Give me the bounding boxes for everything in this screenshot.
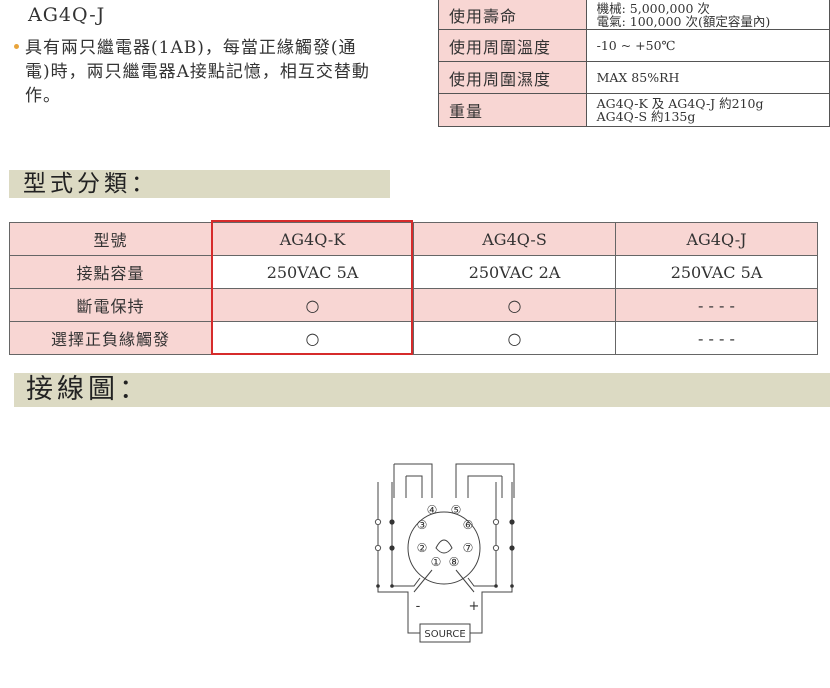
- source-label: SOURCE: [424, 629, 465, 640]
- wire: [413, 569, 433, 593]
- pin-7: ⑦: [463, 541, 474, 555]
- header-cell: AG4Q-J: [615, 222, 818, 256]
- row-label: 斷電保持: [9, 288, 212, 322]
- plus-sign: +: [469, 599, 480, 614]
- minus-sign: -: [416, 599, 421, 614]
- socket-key: [435, 539, 453, 554]
- spec-label: 重量: [438, 93, 587, 127]
- socket-outline: [407, 511, 481, 585]
- spec-value: 機械: 5,000,000 次 電氣: 100,000 次(額定容量內): [585, 0, 830, 30]
- spec-value-line: AG4Q-S 約135g: [596, 109, 696, 124]
- junction-dot: [390, 584, 394, 588]
- model-title: AG4Q-J: [28, 4, 106, 26]
- type-table-header: 型號 AG4Q-K AG4Q-S AG4Q-J: [9, 222, 818, 256]
- table-cell: ○: [211, 288, 414, 322]
- feature-text: 具有兩只繼電器(1AB)，每當正緣觸發(通電)時，兩只繼電器A接點記憶，相互交替…: [25, 38, 370, 106]
- source-box: [419, 623, 471, 643]
- header-cell: AG4Q-K: [211, 222, 414, 256]
- pin-5: ⑤: [451, 503, 462, 517]
- spec-value-line: 電氣: 100,000 次(額定容量內): [596, 13, 771, 29]
- contact-dot: [509, 519, 515, 525]
- contact-dot: [509, 545, 515, 551]
- wire: [467, 475, 502, 498]
- wire: [455, 569, 475, 593]
- table-cell: ○: [413, 288, 616, 322]
- spec-value-line: 機械: 5,000,000 次: [596, 0, 710, 16]
- spec-label: 使用壽命: [438, 0, 587, 30]
- row-label: 選擇正負緣觸發: [9, 321, 212, 355]
- bullet-dot-icon: [14, 44, 19, 49]
- section-classification: 型式分類：: [9, 170, 390, 198]
- wire: [470, 586, 513, 634]
- contact-open: [492, 544, 500, 552]
- row-label: 接點容量: [9, 255, 212, 289]
- wire: [392, 577, 421, 587]
- contact-open: [492, 518, 500, 526]
- junction-dot: [510, 584, 514, 588]
- spec-table: 使用壽命 機械: 5,000,000 次 電氣: 100,000 次(額定容量內…: [438, 0, 830, 127]
- wire: [406, 475, 423, 498]
- contact-open: [374, 544, 382, 552]
- wiring-diagram: ④ ⑤ ③ ⑥ ② ⑦ ① ⑧ - + SOURCE: [374, 463, 515, 643]
- table-cell: 250VAC 5A: [211, 255, 414, 289]
- spec-value-line: AG4Q-K 及 AG4Q-J 約210g: [596, 96, 764, 111]
- header-cell: AG4Q-S: [413, 222, 616, 256]
- spec-value: AG4Q-K 及 AG4Q-J 約210g AG4Q-S 約135g: [585, 93, 830, 127]
- wire: [377, 586, 420, 634]
- header-cell: 型號: [9, 222, 212, 256]
- feature-bullet: 具有兩只繼電器(1AB)，每當正緣觸發(通電)時，兩只繼電器A接點記憶，相互交替…: [14, 36, 414, 108]
- wire: [455, 463, 515, 498]
- spec-label: 使用周圍溫度: [438, 29, 587, 62]
- table-row: 斷電保持 ○ ○ - - - -: [9, 288, 818, 322]
- pin-4: ④: [427, 503, 438, 517]
- spec-value: MAX 85%RH: [585, 61, 830, 94]
- spec-value: -10 ~ +50℃: [585, 29, 830, 62]
- spec-row-life: 使用壽命 機械: 5,000,000 次 電氣: 100,000 次(額定容量內…: [438, 0, 830, 30]
- spec-row-humidity: 使用周圍濕度 MAX 85%RH: [438, 61, 830, 94]
- section-title: 接線圖：: [26, 374, 150, 405]
- pin-3: ③: [417, 518, 428, 532]
- table-row: 接點容量 250VAC 5A 250VAC 2A 250VAC 5A: [9, 255, 818, 289]
- table-cell: 250VAC 5A: [615, 255, 818, 289]
- contact-dot: [389, 519, 395, 525]
- pin-6: ⑥: [463, 518, 474, 532]
- table-cell: - - - -: [615, 288, 818, 322]
- pin-2: ②: [417, 541, 428, 555]
- spec-row-temperature: 使用周圍溫度 -10 ~ +50℃: [438, 29, 830, 62]
- type-table: 型號 AG4Q-K AG4Q-S AG4Q-J 接點容量 250VAC 5A 2…: [9, 222, 818, 355]
- table-cell: - - - -: [615, 321, 818, 355]
- contact-open: [374, 518, 382, 526]
- table-cell: 250VAC 2A: [413, 255, 616, 289]
- spec-value-line: -10 ~ +50℃: [596, 38, 676, 53]
- section-wiring: 接線圖：: [14, 373, 830, 407]
- wire: [467, 577, 496, 587]
- section-title: 型式分類：: [23, 171, 158, 197]
- wire: [394, 463, 433, 498]
- table-cell: ○: [211, 321, 414, 355]
- junction-dot: [376, 584, 380, 588]
- pin-1: ①: [431, 555, 442, 569]
- table-row: 選擇正負緣觸發 ○ ○ - - - -: [9, 321, 818, 355]
- spec-label: 使用周圍濕度: [438, 61, 587, 94]
- table-cell: ○: [413, 321, 616, 355]
- junction-dot: [494, 584, 498, 588]
- spec-value-line: MAX 85%RH: [596, 70, 680, 85]
- contact-dot: [389, 545, 395, 551]
- pin-8: ⑧: [449, 555, 460, 569]
- spec-row-weight: 重量 AG4Q-K 及 AG4Q-J 約210g AG4Q-S 約135g: [438, 93, 830, 127]
